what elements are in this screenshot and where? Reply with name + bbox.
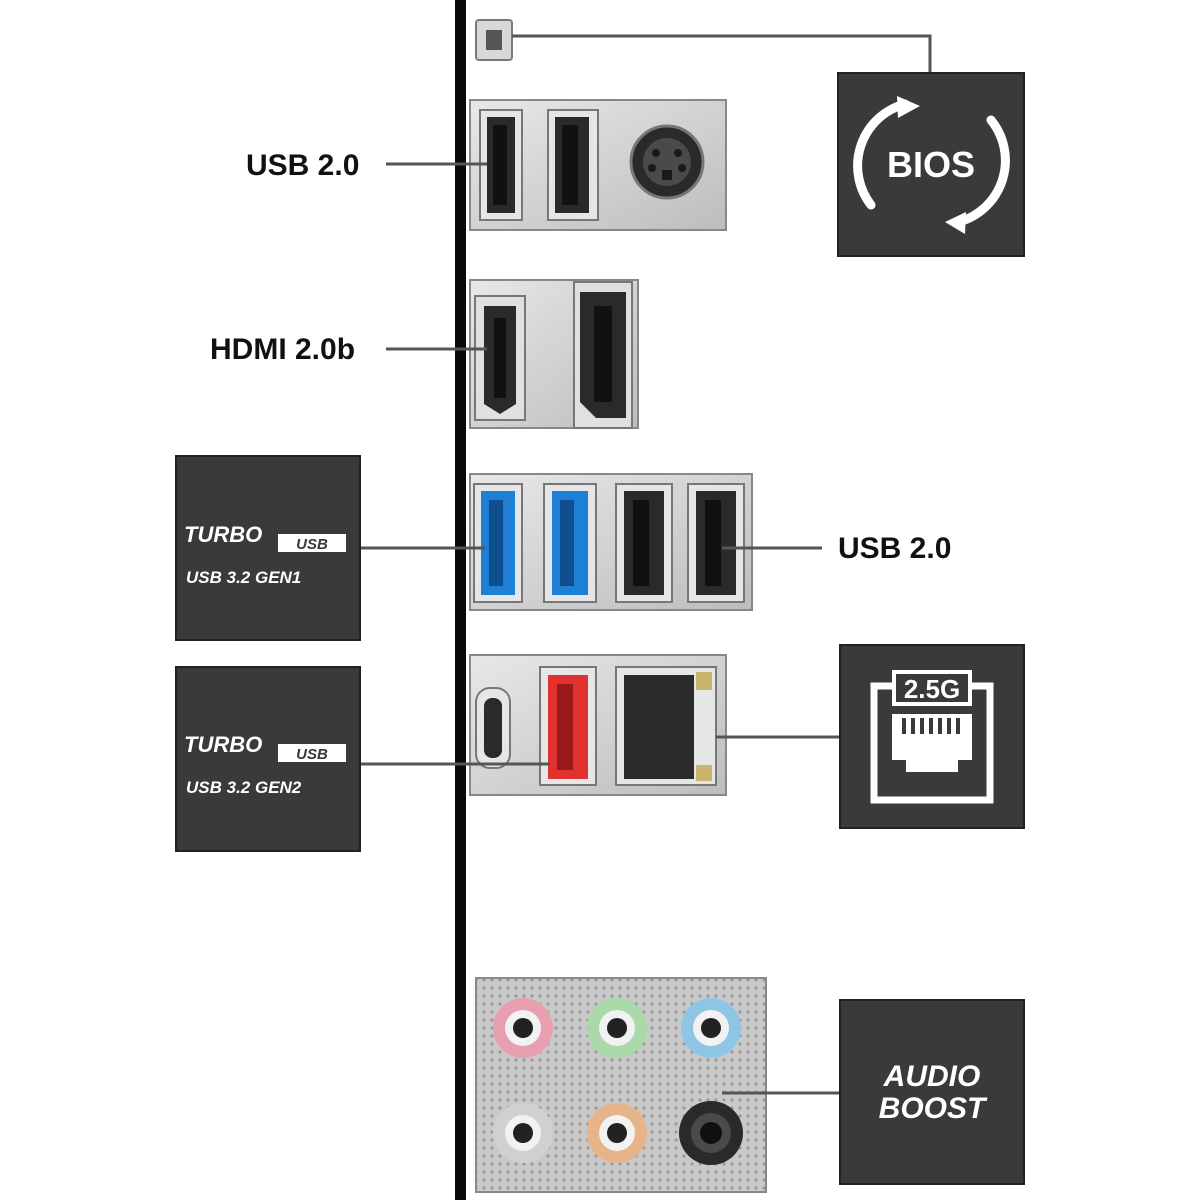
audio-boost-badge: AUDIO BOOST	[839, 999, 1025, 1185]
audio-jack-icon[interactable]	[493, 1103, 553, 1163]
turbo-usb-gen1-badge: TURBO USB USB 3.2 GEN1	[175, 455, 361, 641]
usb2-top-label: USB 2.0	[246, 149, 359, 182]
video-block	[469, 279, 639, 429]
turbo-gen1-spec: USB 3.2 GEN1	[186, 568, 301, 587]
turbo-gen1-brand: TURBO	[184, 522, 262, 547]
usb2-ps2-block	[469, 99, 727, 231]
hdmi-port-icon[interactable]	[474, 295, 526, 421]
chassis-bar	[455, 0, 466, 1200]
bios-label: BIOS	[887, 144, 975, 185]
usb-port-icon[interactable]	[479, 109, 523, 221]
displayport-icon[interactable]	[573, 281, 633, 429]
audio-boost-line1: AUDIO	[883, 1060, 981, 1093]
bios-flashback-button[interactable]	[475, 19, 513, 61]
turbo-usb-gen2-badge: TURBO USB USB 3.2 GEN2	[175, 666, 361, 852]
turbo-gen2-usb-tag	[278, 744, 346, 762]
turbo-gen2-usb: USB	[296, 746, 328, 763]
turbo-gen1-usb-tag	[278, 534, 346, 552]
usb2-right-label: USB 2.0	[838, 532, 951, 565]
usb-c-port-icon[interactable]	[475, 687, 511, 769]
bios-refresh-icon	[853, 96, 1010, 234]
audio-jack-icon[interactable]	[681, 998, 741, 1058]
audio-jack-icon[interactable]	[587, 998, 647, 1058]
usb-port-icon[interactable]	[473, 483, 523, 603]
usb-port-icon[interactable]	[539, 666, 597, 786]
turbo-gen2-spec: USB 3.2 GEN2	[186, 778, 302, 797]
bios-leader-line	[512, 34, 932, 75]
lan-badge: 2.5G	[839, 644, 1025, 829]
usb3-usb2-block	[469, 473, 753, 611]
hdmi-label: HDMI 2.0b	[210, 333, 355, 366]
lan-speed-label: 2.5G	[904, 674, 960, 704]
audio-jack-icon[interactable]	[587, 1103, 647, 1163]
audio-jack-icon[interactable]	[679, 1101, 743, 1165]
usb-port-icon[interactable]	[543, 483, 597, 603]
usb-port-icon[interactable]	[615, 483, 673, 603]
usb-port-icon[interactable]	[687, 483, 745, 603]
audio-jack-icon[interactable]	[493, 998, 553, 1058]
turbo-gen1-usb: USB	[296, 536, 328, 553]
usbc-lan-block	[469, 654, 727, 796]
audio-boost-line2: BOOST	[879, 1092, 988, 1125]
audio-block	[475, 977, 767, 1193]
ps2-port-icon[interactable]	[629, 124, 705, 200]
ethernet-port-icon[interactable]	[615, 666, 717, 786]
usb-port-icon[interactable]	[547, 109, 599, 221]
turbo-gen2-brand: TURBO	[184, 732, 262, 757]
bios-badge: BIOS	[837, 72, 1025, 257]
